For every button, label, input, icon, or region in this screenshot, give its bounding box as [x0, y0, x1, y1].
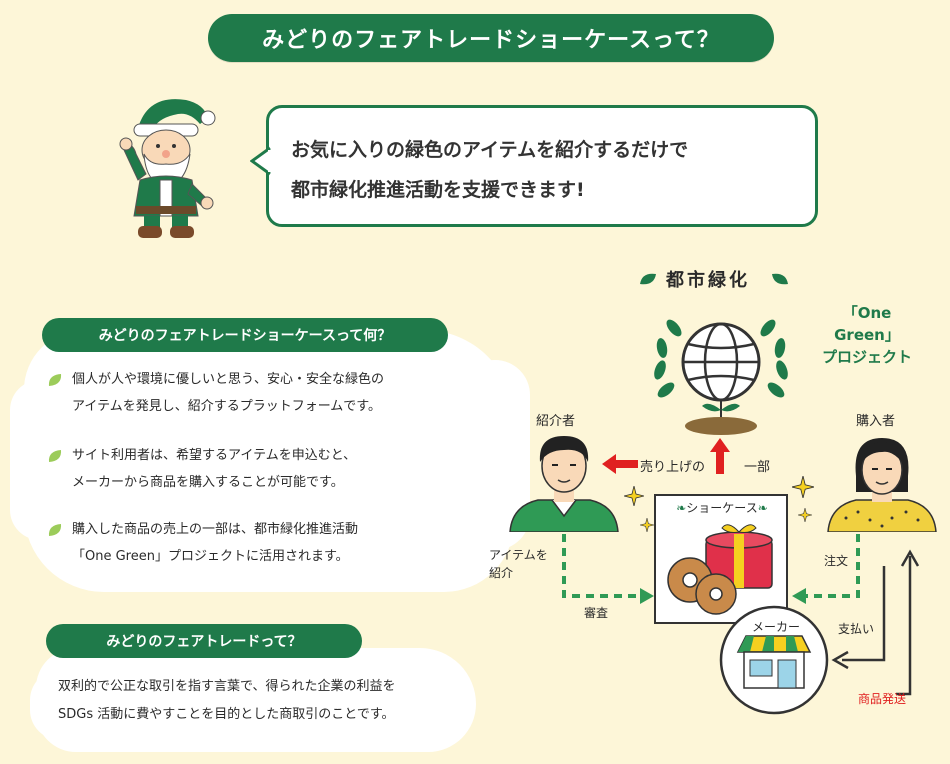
bullet-line: アイテムを発見し、紹介するプラットフォームです。	[72, 399, 382, 414]
urban-greening-leaves-icon	[640, 273, 788, 285]
speech-line-1: お気に入りの緑色のアイテムを紹介するだけで	[291, 139, 689, 161]
cloud-bump	[30, 670, 90, 740]
santa-mascot-icon	[119, 99, 216, 238]
bullet-line: メーカーから商品を購入することが可能です。	[72, 475, 344, 490]
payment-label: 支払い	[838, 622, 875, 636]
maker-shop-icon	[719, 605, 829, 715]
item-intro-line: アイテムを	[489, 548, 548, 562]
section1-title-text: みどりのフェアトレードショーケースって何？	[98, 328, 392, 344]
globe-laurel-icon	[654, 319, 788, 435]
showcase-label: ショーケース	[686, 501, 758, 515]
introducer-person-icon	[509, 436, 619, 532]
bullet-line: 個人が人や環境に優しいと思う、安心・安全な緑色の	[72, 372, 385, 387]
cloud-bump	[10, 380, 70, 540]
section2-title-text: みどりのフェアトレードって？	[106, 634, 302, 650]
item-intro-line: 紹介	[489, 566, 514, 580]
page-title: みどりのフェアトレードショーケースって？	[208, 14, 774, 62]
shipping-label: 商品発送	[858, 692, 907, 706]
item-intro-label: アイテムを 紹介	[489, 546, 548, 582]
green-dashed-arrow-order-icon	[792, 534, 860, 604]
bullet-line: サイト利用者は、希望するアイテムを申込むと、	[72, 448, 357, 463]
bullet-line: 「One Green」プロジェクトに活用されます。	[72, 549, 349, 564]
red-arrow-up-icon	[710, 438, 730, 474]
list-item: 購入した商品の売上の一部は、都市緑化推進活動「One Green」プロジェクトに…	[46, 516, 466, 572]
green-dashed-arrow-review-icon	[562, 534, 654, 604]
gift-donut-icon	[667, 524, 773, 615]
section1-title: みどりのフェアトレードショーケースって何？	[42, 318, 448, 352]
section2-cloud	[36, 648, 476, 752]
sparkle-icon	[624, 486, 644, 506]
sparkle-icon	[792, 476, 814, 498]
section2-body: 双利的で公正な取引を指す言葉で、得られた企業の利益を SDGs 活動に費やすこと…	[58, 673, 395, 729]
sales-label-1: 売り上げの	[640, 460, 706, 475]
payment-shipping-arrows-icon	[831, 549, 920, 696]
sparkle-icon	[798, 508, 812, 522]
buyer-label: 購入者	[856, 414, 896, 429]
urban-greening-label: 都市緑化	[666, 270, 750, 291]
sparkle-icon	[640, 518, 654, 532]
list-item: サイト利用者は、希望するアイテムを申込むと、メーカーから商品を購入することが可能…	[46, 442, 466, 498]
project-line: 「One Green」	[834, 304, 900, 344]
leaf-icon	[48, 524, 62, 536]
sales-label-2: 一部	[744, 460, 771, 475]
leaf-icon	[48, 374, 62, 386]
introducer-label: 紹介者	[536, 414, 576, 429]
showcase-title: ❧ショーケース❧	[676, 501, 768, 515]
speech-bubble: お気に入りの緑色のアイテムを紹介するだけで 都市緑化推進活動を支援できます!	[266, 105, 818, 227]
maker-label: メーカー	[752, 620, 801, 634]
project-line: プロジェクト	[821, 348, 912, 366]
section2-line: SDGs 活動に費やすことを目的とした商取引のことです。	[58, 707, 395, 722]
one-green-project-label: 「One Green」 プロジェクト	[812, 302, 922, 368]
section2-line: 双利的で公正な取引を指す言葉で、得られた企業の利益を	[58, 679, 396, 694]
speech-line-2: 都市緑化推進活動を支援できます!	[291, 179, 585, 201]
leaf-icon	[48, 450, 62, 462]
section1-cloud	[24, 330, 514, 592]
review-label: 審査	[584, 606, 609, 620]
page-title-text: みどりのフェアトレードショーケースって？	[262, 28, 720, 53]
section2-title: みどりのフェアトレードって？	[46, 624, 362, 658]
order-label: 注文	[824, 554, 849, 568]
list-item: 個人が人や環境に優しいと思う、安心・安全な緑色のアイテムを発見し、紹介するプラッ…	[46, 366, 466, 422]
bullet-line: 購入した商品の売上の一部は、都市緑化推進活動	[72, 522, 359, 537]
red-arrow-left-icon	[602, 454, 638, 474]
speech-bubble-tail	[250, 146, 272, 176]
buyer-person-icon	[827, 438, 937, 532]
